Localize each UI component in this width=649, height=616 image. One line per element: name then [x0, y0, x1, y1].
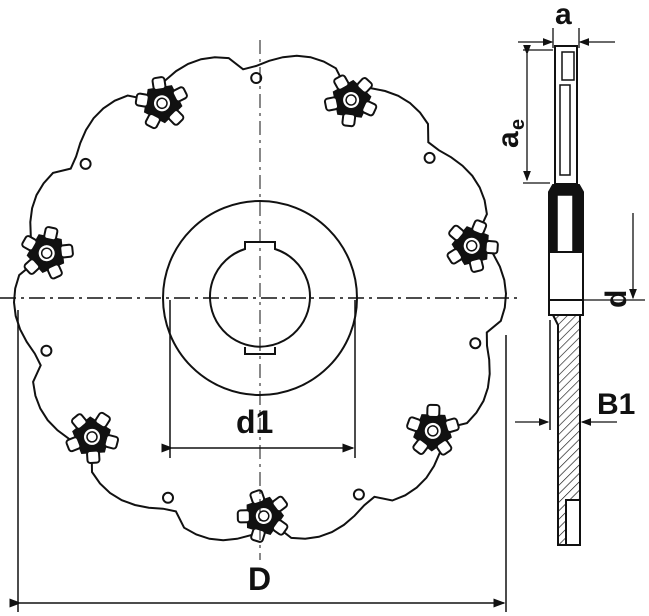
front-view: [0, 40, 520, 560]
mounting-hole: [162, 491, 174, 504]
a-label: a: [555, 0, 572, 31]
svg-text:e: e: [507, 119, 529, 130]
svg-text:d: d: [600, 290, 633, 308]
dimension-d1: [161, 300, 356, 458]
mounting-hole: [40, 344, 53, 357]
insert-icon: [323, 74, 378, 128]
inserts: [21, 74, 499, 543]
mounting-hole: [352, 488, 365, 501]
cutter-outline: [12, 54, 508, 542]
insert-icon: [21, 226, 74, 280]
side-view: [548, 45, 584, 546]
dimension-D: [9, 310, 507, 612]
mounting-holes: [40, 72, 482, 504]
insert-icon: [134, 76, 188, 130]
insert-icon: [446, 219, 499, 273]
insert-icon: [65, 411, 120, 465]
B1-label: B1: [597, 388, 635, 421]
svg-text:a: a: [492, 131, 525, 148]
D-label: D: [248, 561, 271, 597]
mounting-hole: [469, 337, 482, 350]
keyed-bore: [209, 241, 311, 355]
d-label: d: [600, 290, 633, 308]
mounting-hole: [423, 151, 436, 164]
mounting-hole: [250, 72, 263, 84]
d1-label: d1: [236, 404, 273, 440]
insert-icon: [406, 403, 460, 456]
insert-icon: [236, 489, 289, 543]
ae-label: a e: [492, 119, 529, 148]
mounting-hole: [79, 157, 92, 170]
side-dimensions: [515, 28, 645, 426]
